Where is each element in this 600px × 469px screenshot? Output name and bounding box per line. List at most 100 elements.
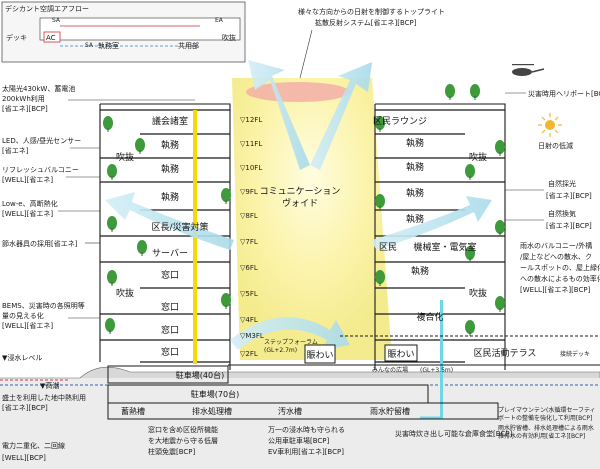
room-server: サーバー bbox=[152, 248, 188, 259]
room-counter-4: 窓口 bbox=[161, 346, 179, 358]
tree-icon bbox=[107, 164, 117, 180]
tree-icon bbox=[375, 270, 385, 286]
annotation-lowe-2: [WELL][省エネ] bbox=[2, 209, 53, 218]
tree-icon bbox=[105, 318, 115, 334]
tree-icon bbox=[470, 84, 480, 100]
annotation-lowe-1: Low-e、高断熱化 bbox=[2, 199, 58, 208]
wind-arrow-up-right bbox=[310, 62, 372, 170]
room-citizen: 区民 bbox=[379, 242, 397, 253]
inset-sa-top: SA bbox=[52, 17, 61, 24]
right-annotations: 災害時用ヘリポート[BCP] 日射の低減 自然採光 [省エネ][BCP] 自然換… bbox=[520, 89, 600, 294]
room-office-r4: 執務 bbox=[406, 213, 424, 225]
annotation-rainstore-3: 雨水貯留槽、排水処理槽による雨水 bbox=[498, 424, 594, 432]
tree-icon bbox=[137, 240, 147, 256]
inset-office: 執務室 bbox=[98, 41, 119, 50]
helicopter-icon bbox=[512, 64, 545, 76]
left-tower bbox=[99, 103, 231, 370]
tree-icon bbox=[465, 246, 475, 262]
tree-icon bbox=[495, 296, 505, 312]
room-facility: 機械室・電気室 bbox=[413, 241, 476, 253]
annotation-sun-low: 日射の低減 bbox=[538, 141, 573, 150]
annotation-bems-2: 量の見える化 bbox=[2, 311, 44, 320]
tree-icon bbox=[495, 140, 505, 156]
room-lounge: 区民ラウンジ bbox=[373, 116, 427, 127]
annotation-rain-4: への散水によるもの効率化 bbox=[520, 274, 600, 283]
room-counter-3: 窓口 bbox=[161, 324, 179, 336]
left-leaders bbox=[58, 99, 195, 319]
wind-arrow-left bbox=[105, 192, 234, 250]
room-council: 議会諸室 bbox=[152, 115, 188, 127]
annotation-geothermal-tag: [省エネ][BCP] bbox=[2, 403, 48, 412]
tree-icon bbox=[107, 216, 117, 232]
communication-void-fill bbox=[232, 78, 392, 360]
floor-label-4fl: ▽4FL bbox=[240, 316, 258, 324]
inset-atrium: 吹抜 bbox=[222, 33, 236, 42]
annotation-rainstore-1: プレイマウンテン(水循環セーフティ bbox=[498, 406, 596, 414]
room-atrium-right: 吹抜 bbox=[469, 151, 487, 163]
annotation-rainstore-2: ボートの整備を強化して利用[BCP] bbox=[498, 414, 592, 422]
annotation-rain-2: /屋上などへの散水、ク bbox=[520, 252, 592, 261]
floor-labels: ▽12FL▽11FL▽10FL▽9FL▽8FL▽7FL▽6FL▽5FL▽4FL▽… bbox=[240, 116, 264, 358]
room-parking-1: 駐車場(40台) bbox=[176, 370, 224, 380]
floor-label-6fl: ▽6FL bbox=[240, 264, 258, 272]
tree-icon bbox=[465, 164, 475, 180]
floor-label-2fl: ▽2FL bbox=[240, 350, 258, 358]
right-leaders bbox=[505, 92, 544, 221]
annotation-refresh-1: リフレッシュバルコニー bbox=[2, 166, 79, 174]
annotation-refresh-2: [WELL][省エネ] bbox=[2, 175, 53, 184]
room-sewage: 汚水槽 bbox=[278, 406, 302, 416]
basement bbox=[107, 365, 499, 420]
annotation-solar-1: 太陽光430kW、蓄電池 bbox=[2, 84, 75, 93]
annotation-windows-1: 窓口を含め区役所機能 bbox=[148, 425, 218, 434]
annotation-water-saving: 節水器具の採用[省エネ] bbox=[2, 239, 78, 248]
tree-icon bbox=[495, 220, 505, 236]
tree-icon bbox=[375, 116, 385, 132]
floor-label-5fl: ▽5FL bbox=[240, 290, 258, 298]
annotation-light-2: [省エネ][BCP] bbox=[546, 191, 592, 200]
step-forum-2: (GL+2.7m) bbox=[264, 347, 297, 354]
room-terrace: 区民活動テラス bbox=[474, 347, 537, 359]
floor-label-11fl: ▽11FL bbox=[240, 140, 262, 148]
room-office-r5: 執務 bbox=[411, 265, 429, 277]
room-heat-storage: 蓄熱槽 bbox=[121, 406, 145, 416]
floor-label-8fl: ▽8FL bbox=[240, 212, 258, 220]
void-label-2: ヴォイド bbox=[282, 197, 318, 209]
annotation-geothermal: 盛土を利用した地中熱利用 bbox=[2, 393, 86, 402]
room-office-r1: 執務 bbox=[406, 137, 424, 149]
room-atrium-right-2: 吹抜 bbox=[469, 287, 487, 299]
bottom-annotations: 窓口を含め区役所機能 を大地震から守る低層 柱頭免震[BCP] 万一の浸水時も守… bbox=[148, 406, 596, 456]
room-counter-1: 窓口 bbox=[161, 269, 179, 281]
sun-icon bbox=[538, 113, 562, 137]
wind-arrow-right bbox=[372, 196, 492, 250]
room-office-r2: 執務 bbox=[406, 161, 424, 173]
inset-title: デシカント空調エアフロー bbox=[5, 4, 89, 13]
right-tower bbox=[374, 103, 506, 370]
inset-common: 共用部 bbox=[178, 41, 199, 50]
annotation-power: 電力二重化、二回線 bbox=[2, 441, 65, 450]
annotation-rainstore-4: 雑排水の有効利用[省エネ][BCP] bbox=[498, 432, 585, 440]
annotation-toplight-2: 拡散反射システム[省エネ][BCP] bbox=[315, 18, 417, 27]
annotation-rain-1: 雨水のバルコニー/外構 bbox=[520, 241, 592, 250]
room-bustle-2: 賑わい bbox=[387, 349, 414, 360]
tree-icon bbox=[107, 270, 117, 286]
annotation-rain-3: ールスポットの、屋上緑化 bbox=[520, 263, 600, 272]
annotation-windows-2: を大地震から守る低層 bbox=[148, 436, 218, 445]
toplight-leader bbox=[299, 29, 313, 79]
low-rise bbox=[228, 335, 600, 366]
void-label-1: コミュニケーション bbox=[260, 186, 341, 197]
annotation-bems-3: [WELL][省エネ] bbox=[2, 321, 53, 330]
annotation-vent-2: [省エネ][BCP] bbox=[546, 221, 592, 230]
desiccant-inset bbox=[1, 1, 246, 63]
floor-label-m3fl: ▽M3FL bbox=[240, 332, 264, 340]
annotation-light-1: 自然採光 bbox=[548, 179, 576, 188]
annotation-high-tide: ▼高潮 bbox=[40, 381, 59, 390]
floor-label-7fl: ▽7FL bbox=[240, 238, 258, 246]
ground-line bbox=[0, 366, 600, 379]
room-drainage: 排水処理槽 bbox=[192, 406, 232, 416]
inset-ea: EA bbox=[215, 17, 224, 24]
tree-icon bbox=[221, 188, 231, 204]
annotation-rain-5: [WELL][省エネ][BCP] bbox=[520, 285, 591, 294]
tree-icon bbox=[221, 293, 231, 309]
room-counter-2: 窓口 bbox=[161, 301, 179, 313]
